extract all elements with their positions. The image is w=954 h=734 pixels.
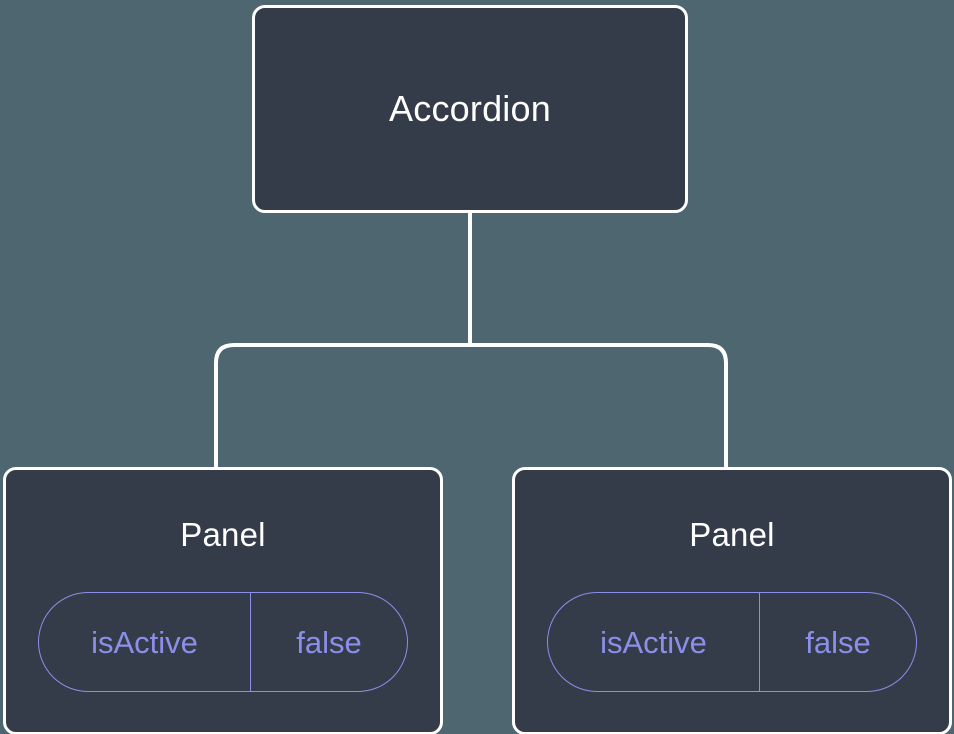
prop-value: false: [805, 624, 871, 660]
node-panel-left[interactable]: Panel isActive false: [3, 467, 443, 734]
node-title: Panel: [180, 516, 266, 553]
node-title: Panel: [689, 516, 775, 553]
prop-pill[interactable]: isActive false: [547, 592, 917, 692]
prop-value: false: [296, 624, 362, 660]
node-title: Accordion: [389, 88, 551, 129]
prop-pill[interactable]: isActive false: [38, 592, 408, 692]
prop-key: isActive: [39, 593, 251, 691]
node-panel-right[interactable]: Panel isActive false: [512, 467, 952, 734]
edge-branch-bus: [214, 343, 728, 470]
node-accordion[interactable]: Accordion: [252, 5, 688, 213]
prop-key: isActive: [548, 593, 760, 691]
